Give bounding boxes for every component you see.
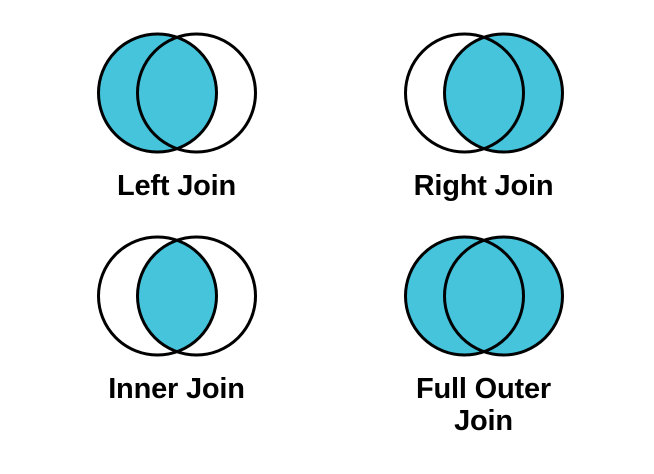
venn-figure-inner-join xyxy=(96,235,257,357)
right-circle-outline xyxy=(135,235,257,357)
venn-label-left-join: Left Join xyxy=(116,170,237,202)
venn-cell-left-join: Left Join xyxy=(13,28,340,202)
right-circle-outline xyxy=(135,32,257,154)
venn-label-inner-join: Inner Join xyxy=(108,373,245,405)
venn-figure-left-join xyxy=(96,32,257,154)
left-circle-outline xyxy=(403,32,525,154)
left-circle-outline xyxy=(96,32,218,154)
intersection-lens xyxy=(137,34,216,152)
right-circle-outline xyxy=(442,32,564,154)
venn-cell-inner-join: Inner Join xyxy=(13,231,340,405)
intersection-lens xyxy=(137,237,216,355)
venn-figure-right-join xyxy=(403,32,564,154)
venn-cell-right-join: Right Join xyxy=(320,28,647,202)
intersection-lens xyxy=(444,34,523,152)
right-circle xyxy=(444,237,562,355)
left-circle-outline xyxy=(96,235,218,357)
left-circle-outline xyxy=(403,235,525,357)
venn-cell-full-outer-join: Full Outer Join xyxy=(320,231,647,438)
venn-figure-full-outer-join xyxy=(403,235,564,357)
venn-label-full-outer-join: Full Outer Join xyxy=(416,373,551,438)
venn-label-right-join: Right Join xyxy=(413,170,554,202)
right-circle-outline xyxy=(442,235,564,357)
